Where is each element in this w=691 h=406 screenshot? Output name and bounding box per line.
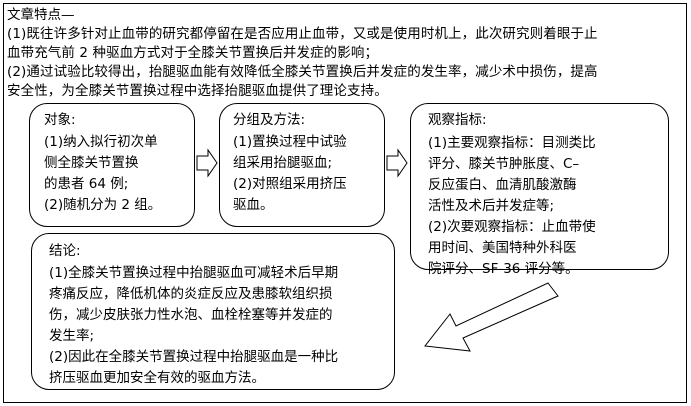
indicators-line-1: (1)主要观察指标：目测类比 xyxy=(428,135,596,151)
methods-box: 分组及方法: (1)置换过程中试验 组采用抬腿驱血; (2)对照组采用挤压 驱血… xyxy=(219,103,385,227)
conclusion-line-6: 挤压驱血更加安全有效的驱血方法。 xyxy=(49,370,265,386)
indicators-box: 观察指标: (1)主要观察指标：目测类比 评分、膝关节肿胀度、C– 反应蛋白、血… xyxy=(410,103,669,277)
arrow-indicators-to-conclusion xyxy=(424,282,559,352)
arrow-subjects-to-methods xyxy=(196,148,218,178)
subjects-box: 对象: (1)纳入拟行初次单 侧全膝关节置换 的患者 64 例; (2)随机分为… xyxy=(29,103,195,227)
indicators-line-4: 活性及术后并发症等; xyxy=(428,198,555,214)
subjects-line-4: (2)随机分为 2 组。 xyxy=(44,197,162,213)
conclusion-box: 结论: (1)全膝关节置换过程中抬腿驱血可减轻术后早期 疼痛反应，降低机体的炎症… xyxy=(31,233,395,390)
methods-line-1: (1)置换过程中试验 xyxy=(233,134,347,150)
methods-title: 分组及方法: xyxy=(233,112,306,128)
conclusion-line-1: (1)全膝关节置换过程中抬腿驱血可减轻术后早期 xyxy=(49,265,339,281)
indicators-line-5: (2)次要观察指标：止血带使 xyxy=(428,219,596,235)
arrow-methods-to-indicators xyxy=(386,148,408,178)
subjects-title: 对象: xyxy=(44,112,76,128)
features-title: 文章特点— xyxy=(7,7,75,23)
subjects-line-1: (1)纳入拟行初次单 xyxy=(44,134,158,150)
indicators-line-3: 反应蛋白、血清肌酸激酶 xyxy=(428,177,577,193)
features-line-2: 血带充气前 2 种驱血方式对于全膝关节置换后并发症的影响； xyxy=(7,45,379,61)
methods-line-4: 驱血。 xyxy=(233,197,274,213)
subjects-line-2: 侧全膝关节置换 xyxy=(44,155,139,171)
conclusion-line-4: 发生率; xyxy=(49,328,95,344)
conclusion-line-5: (2)因此在全膝关节置换过程中抬腿驱血是一种比 xyxy=(49,349,339,365)
conclusion-line-3: 伤，减少皮肤张力性水泡、血栓栓塞等并发症的 xyxy=(49,307,333,323)
subjects-line-3: 的患者 64 例; xyxy=(44,176,129,192)
indicators-title: 观察指标: xyxy=(428,112,487,128)
indicators-line-2: 评分、膝关节肿胀度、C– xyxy=(428,156,580,172)
indicators-line-6: 用时间、美国特种外科医 xyxy=(428,240,577,256)
features-line-1: (1)既往许多针对止血带的研究都停留在是否应用止血带，又或是使用时机上，此次研究… xyxy=(7,26,598,42)
conclusion-title: 结论: xyxy=(49,243,81,259)
features-line-3: (2)通过试验比较得出，抬腿驱血能有效降低全膝关节置换后并发症的发生率，减少术中… xyxy=(7,64,598,80)
indicators-line-7: 院评分、SF-36 评分等。 xyxy=(428,261,579,277)
conclusion-line-2: 疼痛反应，降低机体的炎症反应及患膝软组织损 xyxy=(49,286,333,302)
features-line-4: 安全性，为全膝关节置换过程中选择抬腿驱血提供了理论支持。 xyxy=(7,83,388,99)
methods-line-3: (2)对照组采用挤压 xyxy=(233,176,347,192)
methods-line-2: 组采用抬腿驱血; xyxy=(233,155,333,171)
